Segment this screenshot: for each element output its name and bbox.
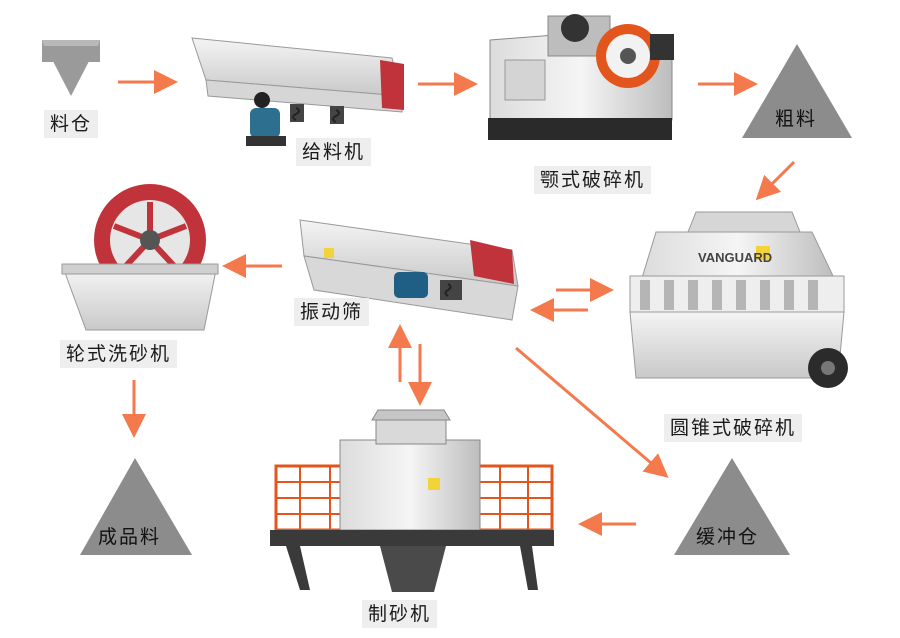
- hopper-icon: [42, 40, 100, 96]
- label-sand-maker: 制砂机: [362, 600, 438, 628]
- label-cone-crusher: 圆锥式破碎机: [664, 414, 803, 442]
- wheel-washer-icon: [61, 184, 219, 331]
- vibrating-screen-icon: [299, 219, 519, 321]
- finished-triangle-icon: [80, 458, 192, 555]
- cone-brand-text: VANGUARD: [698, 250, 772, 265]
- arrow-coarse-cone: [755, 160, 796, 201]
- label-vibrating-screen: 振动筛: [294, 298, 370, 326]
- cone-crusher-icon: VANGUARD: [629, 211, 848, 388]
- label-wheel-washer: 轮式洗砂机: [60, 340, 178, 368]
- label-finished: 成品料: [98, 526, 162, 548]
- label-hopper: 料仓: [44, 110, 99, 138]
- coarse-triangle-icon: [742, 44, 852, 138]
- label-jaw-crusher: 颚式破碎机: [534, 166, 652, 194]
- arrow-screen-buffer: [515, 346, 669, 478]
- jaw-crusher-icon: [488, 14, 674, 140]
- buffer-triangle-icon: [674, 458, 790, 555]
- flow-arrows: [118, 70, 796, 536]
- sand-maker-icon: [270, 409, 554, 592]
- feeder-machine-icon: [191, 37, 404, 146]
- label-feeder: 给料机: [296, 138, 372, 166]
- label-coarse: 粗料: [775, 108, 818, 130]
- label-buffer-bin: 缓冲仓: [696, 526, 760, 548]
